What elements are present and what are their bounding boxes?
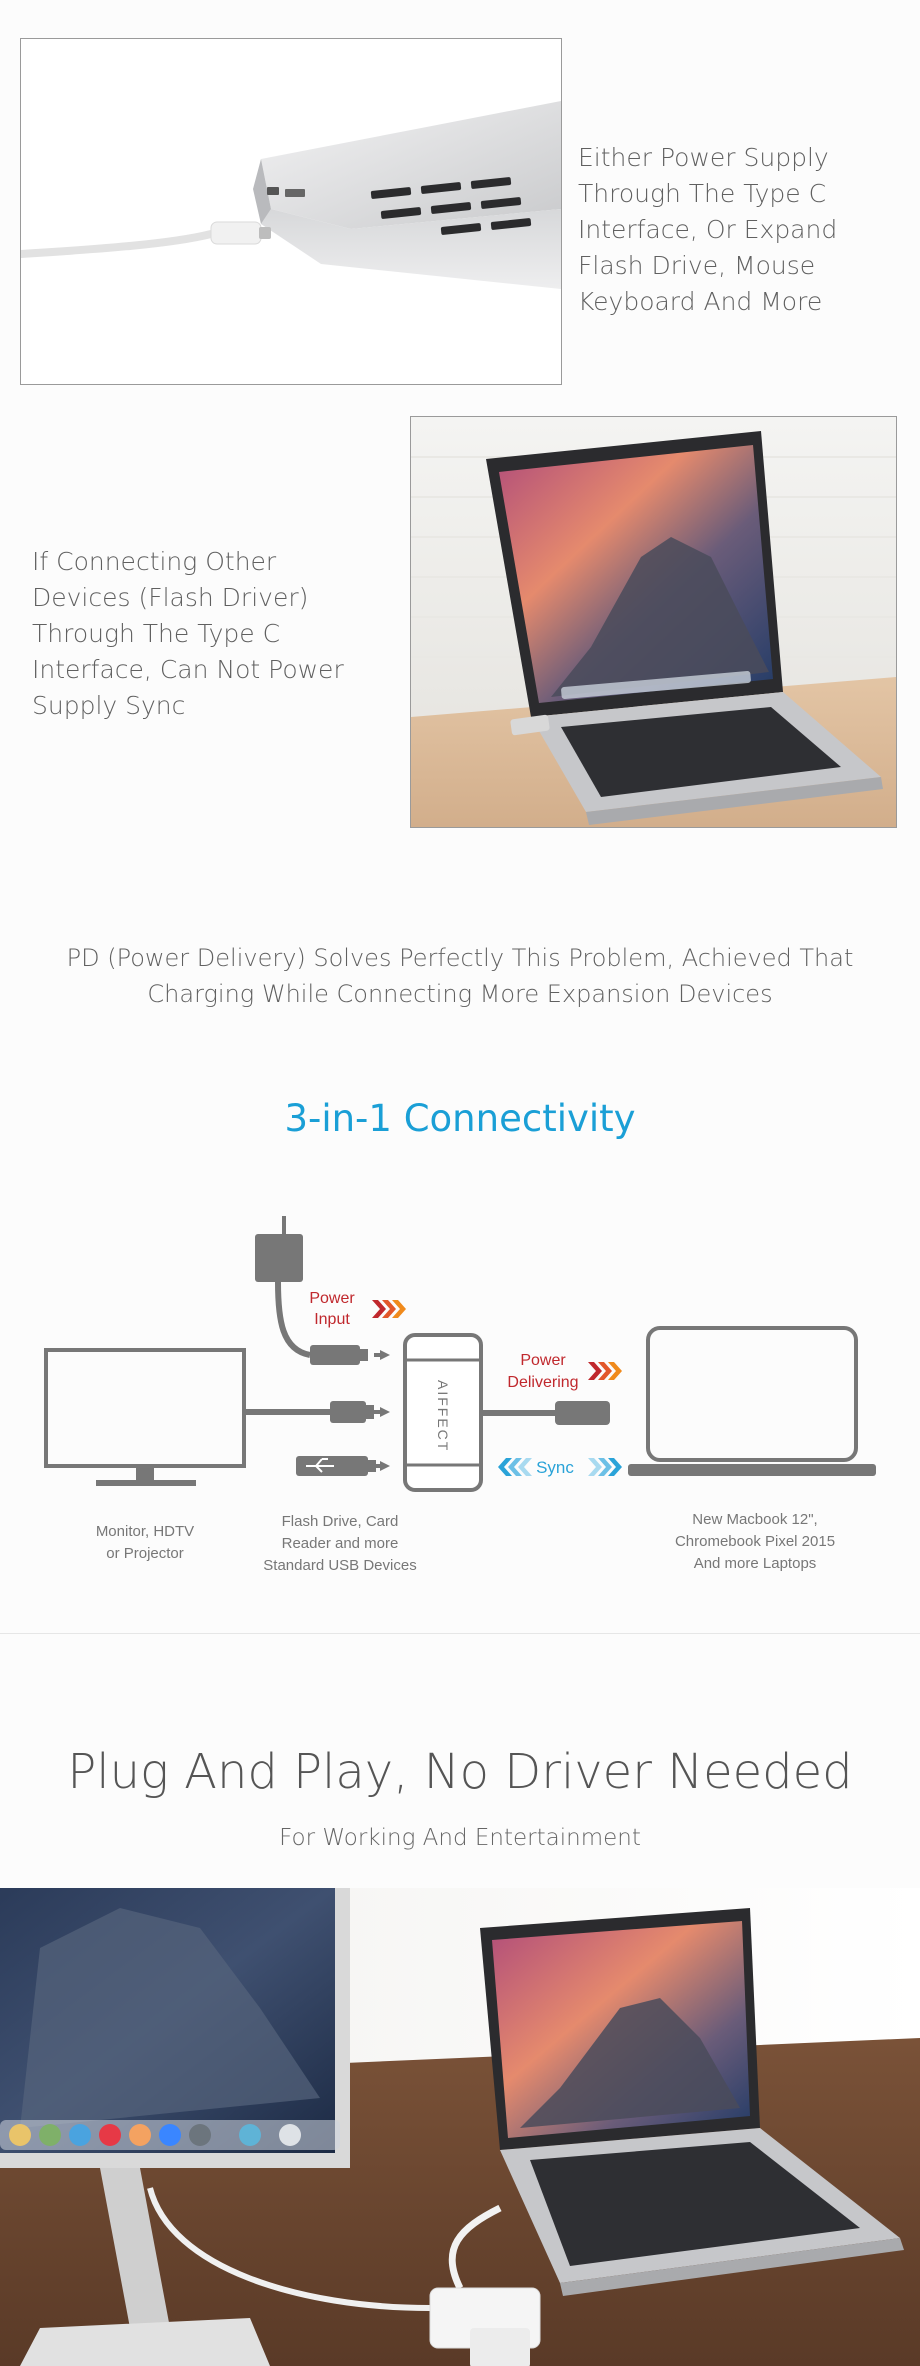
type-c-sync-description: If Connecting Other Devices (Flash Drive… xyxy=(32,547,344,720)
sync-label: Sync xyxy=(536,1458,574,1477)
plug-and-play-subtitle: For Working And Entertainment xyxy=(279,1825,641,1851)
connectivity-diagram: Power Input Power Delivering Sync AIFFEC… xyxy=(44,1216,876,1574)
power-delivering-arrows xyxy=(588,1362,622,1380)
usb-caption-line2: Reader and more xyxy=(282,1535,399,1552)
type-c-power-description: Either Power Supply Through The Type C I… xyxy=(578,143,838,316)
power-input-arrows xyxy=(372,1300,406,1318)
section-divider xyxy=(0,1633,920,1634)
desk-setup-illustration xyxy=(0,1888,920,2366)
laptop-caption-line1: New Macbook 12", xyxy=(692,1511,817,1528)
macbook-illustration xyxy=(411,417,896,827)
laptop-caption-line3: And more Laptops xyxy=(694,1555,817,1572)
cable-connectors xyxy=(244,1345,376,1476)
plug-and-play-title: Plug And Play, No Driver Needed xyxy=(67,1744,853,1800)
connectivity-title: 3-in-1 Connectivity xyxy=(284,1097,636,1140)
usb-icon xyxy=(306,1458,334,1473)
laptop-icon xyxy=(628,1326,876,1476)
power-input-label-line1: Power xyxy=(309,1290,355,1307)
power-delivering-label-line1: Power xyxy=(520,1352,566,1369)
hub-to-laptop-cable xyxy=(481,1401,610,1425)
usb-caption-line3: Standard USB Devices xyxy=(263,1557,416,1574)
dock-icons xyxy=(0,2120,340,2150)
input-arrows xyxy=(374,1350,390,1471)
monitor-caption-line1: Monitor, HDTV xyxy=(96,1523,194,1540)
power-adapter-icon xyxy=(255,1216,311,1358)
usb-c-cable-laptop-photo xyxy=(20,38,562,385)
monitor-caption-line2: or Projector xyxy=(106,1545,184,1562)
desk-setup-photo xyxy=(0,1888,920,2366)
usb-caption-line1: Flash Drive, Card xyxy=(282,1513,399,1530)
sync-arrows xyxy=(498,1458,622,1476)
power-input-label-line2: Input xyxy=(314,1311,350,1328)
laptop-side-illustration xyxy=(21,39,561,384)
monitor-icon xyxy=(44,1348,246,1486)
power-delivering-label-line2: Delivering xyxy=(507,1374,578,1391)
macbook-flash-drive-photo xyxy=(410,416,897,828)
power-delivery-description: PD (Power Delivery) Solves Perfectly Thi… xyxy=(66,944,854,1008)
hub-brand-label: AIFFECT xyxy=(435,1380,451,1452)
laptop-caption-line2: Chromebook Pixel 2015 xyxy=(675,1533,835,1550)
